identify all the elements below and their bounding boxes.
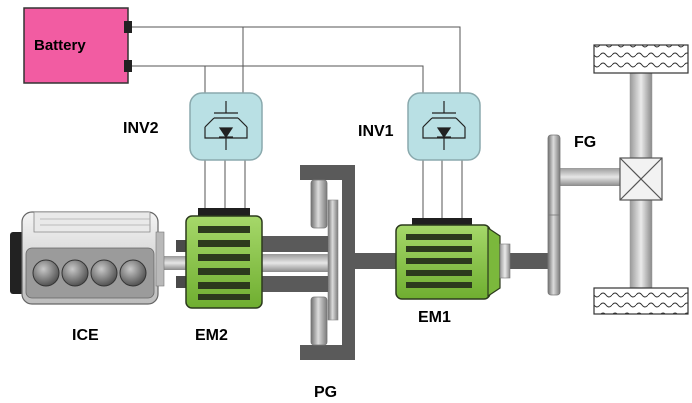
- wheel-top: [593, 44, 689, 74]
- igbt-symbol-icon: [204, 101, 248, 150]
- pg-label: PG: [314, 384, 337, 401]
- fg-label: FG: [574, 134, 596, 151]
- em1-label: EM1: [418, 309, 451, 326]
- wire-battery-top: [130, 26, 461, 93]
- battery: Battery: [23, 7, 132, 84]
- inv1-label: INV1: [358, 123, 394, 140]
- wheel-bottom: [593, 287, 689, 315]
- wiring: [130, 26, 463, 218]
- ice-label: ICE: [72, 327, 99, 344]
- inverter-1: [407, 92, 481, 161]
- em1-motor: [395, 218, 511, 300]
- planetary-gear: [300, 165, 355, 360]
- differential: [619, 157, 663, 201]
- ice-engine: [10, 211, 165, 305]
- em2-label: EM2: [195, 327, 228, 344]
- igbt-symbol-icon: [422, 101, 466, 150]
- inverter-2: [189, 92, 263, 161]
- wire-battery-bottom: [130, 65, 424, 93]
- em2-motor: [176, 208, 263, 309]
- final-gear: [547, 134, 561, 296]
- battery-label: Battery: [34, 37, 86, 54]
- inv2-label: INV2: [123, 120, 159, 137]
